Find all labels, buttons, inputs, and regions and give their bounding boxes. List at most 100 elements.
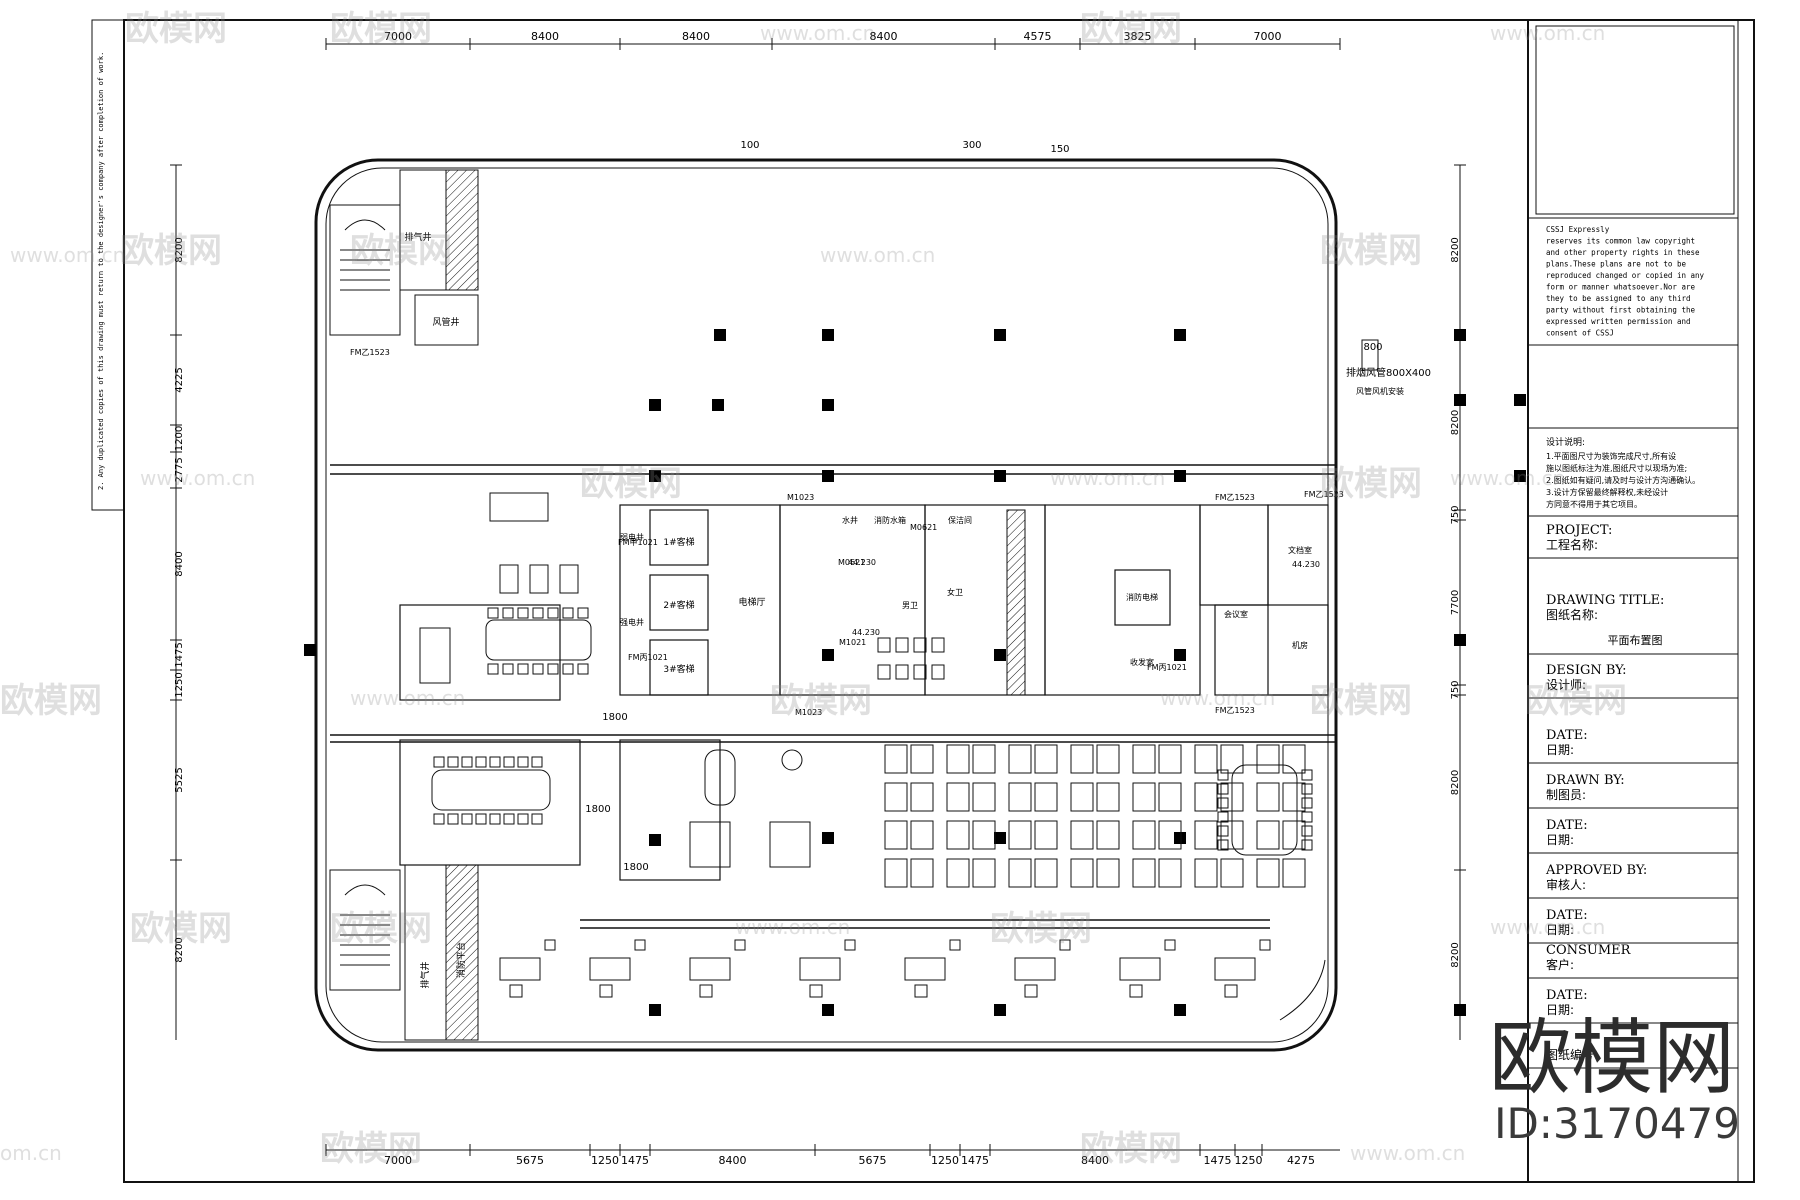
office-desk: [499, 957, 541, 981]
office-chair: [1224, 984, 1238, 998]
dim-left-label: 1200: [174, 426, 185, 451]
strong-shaft-label: 强电井: [620, 617, 644, 627]
workstation: [1034, 858, 1058, 888]
column: [822, 399, 834, 411]
dim-top-label: 7000: [1254, 30, 1282, 43]
tb-field-en: CONSUMER: [1546, 943, 1632, 958]
watermark-site: www.om.cn: [1490, 915, 1605, 939]
toilet: [895, 664, 909, 680]
lounge-chair: [559, 564, 579, 594]
structural-columns: [304, 329, 1526, 1016]
chair: [577, 663, 589, 675]
copyright-line: they to be assigned to any third: [1546, 294, 1691, 303]
office-chair: [699, 984, 713, 998]
chair: [487, 607, 499, 619]
column: [1454, 329, 1466, 341]
toilet: [895, 637, 909, 653]
toilet: [877, 664, 891, 680]
watermark-logo: 欧模网: [1525, 681, 1627, 721]
dim-top-label: 8400: [682, 30, 710, 43]
toilet: [931, 637, 945, 653]
office-desk: [689, 957, 731, 981]
chair: [487, 663, 499, 675]
conference-table: [485, 619, 592, 661]
tb-field-cn: 制图员:: [1546, 788, 1586, 802]
conference-table-right: [1231, 764, 1298, 856]
workstation: [1070, 782, 1094, 812]
door-tag: FM丙1021: [1147, 663, 1187, 672]
watermark-logo: 欧模网: [1080, 1129, 1182, 1169]
side-note-text: 2. Any duplicated copies of this drawing…: [97, 52, 105, 490]
copyright-line: reproduced changed or copied in any: [1546, 271, 1705, 280]
chair: [475, 813, 487, 825]
column: [822, 649, 834, 661]
column: [1174, 832, 1186, 844]
workstation: [1282, 858, 1306, 888]
elev3-label: 3#客梯: [663, 663, 694, 675]
chair: [1217, 811, 1229, 823]
machine-label: 机房: [1292, 640, 1308, 650]
fire-platform-label: 消防平台: [455, 942, 467, 978]
column: [1174, 649, 1186, 661]
workstation: [946, 820, 970, 850]
watermark-site: www.om.cn: [10, 243, 125, 267]
copyright-line: reserves its common law copyright: [1546, 237, 1695, 246]
exhaust-duct-label: 排烟风管800X400: [1346, 366, 1431, 379]
dim-left-label: 4225: [174, 367, 185, 392]
chair: [1301, 825, 1313, 837]
column: [994, 1004, 1006, 1016]
exhaust-top-label: 排气井: [404, 231, 431, 243]
workstation: [910, 820, 934, 850]
workstation: [910, 744, 934, 774]
tb-field-en: DATE:: [1546, 818, 1588, 833]
office-chair: [509, 984, 523, 998]
title-block: [1527, 20, 1739, 1182]
design-notes-title: 设计说明:: [1546, 436, 1585, 448]
workstation: [1132, 820, 1156, 850]
column: [1174, 329, 1186, 341]
workstation: [1008, 820, 1032, 850]
workstation: [1132, 858, 1156, 888]
office-chair: [1129, 984, 1143, 998]
archive-label: 文档室: [1288, 545, 1312, 555]
chair: [1301, 797, 1313, 809]
dim-left-label: 8400: [174, 551, 185, 576]
mail-label: 收发室: [1130, 657, 1154, 667]
round-meeting-table: [704, 749, 736, 806]
chair: [433, 813, 445, 825]
chair: [433, 756, 445, 768]
watermark-logo: 欧模网: [120, 231, 222, 271]
column: [994, 832, 1006, 844]
watermark-site: www.om.cn: [820, 243, 935, 267]
dim-bottom-label: 1475: [621, 1154, 649, 1167]
workstation: [1070, 744, 1094, 774]
workstation: [1096, 744, 1120, 774]
shaft-bottom-hatch: [445, 864, 479, 1041]
design-notes-line: 2.图纸如有疑问,请及时与设计方沟通确认。: [1546, 475, 1700, 485]
watermark-site: www.om.cn: [1490, 21, 1605, 45]
dim-small-label: 1800: [623, 862, 648, 873]
dim-bottom-label: 1250: [591, 1154, 619, 1167]
column: [649, 1004, 661, 1016]
copyright-line: and other property rights in these: [1546, 248, 1700, 257]
meeting-table: [689, 821, 731, 868]
dim-left-label: 1475: [174, 642, 185, 667]
chair: [475, 756, 487, 768]
tb-field-en: DRAWING TITLE:: [1546, 593, 1664, 608]
workstation: [1256, 782, 1280, 812]
watermark-site: www.om.cn: [140, 466, 255, 490]
conference-table-2: [431, 769, 551, 811]
design-notes: 设计说明:1.平面图尺寸为装饰完成尺寸,所有设施以图纸标注为准,图纸尺寸以现场为…: [1546, 436, 1700, 509]
shaft-top-box2: [414, 294, 479, 346]
shaft-top-hatch: [445, 169, 479, 291]
door-tag: FM甲1021: [618, 538, 658, 547]
elevator-hall-label: 电梯厅: [738, 596, 765, 608]
men-label: 男卫: [902, 601, 918, 610]
dimension-lines: [175, 43, 1461, 1151]
workstation: [1220, 858, 1244, 888]
column: [712, 399, 724, 411]
building-outer-wall: [314, 158, 1338, 1052]
column: [1454, 1004, 1466, 1016]
